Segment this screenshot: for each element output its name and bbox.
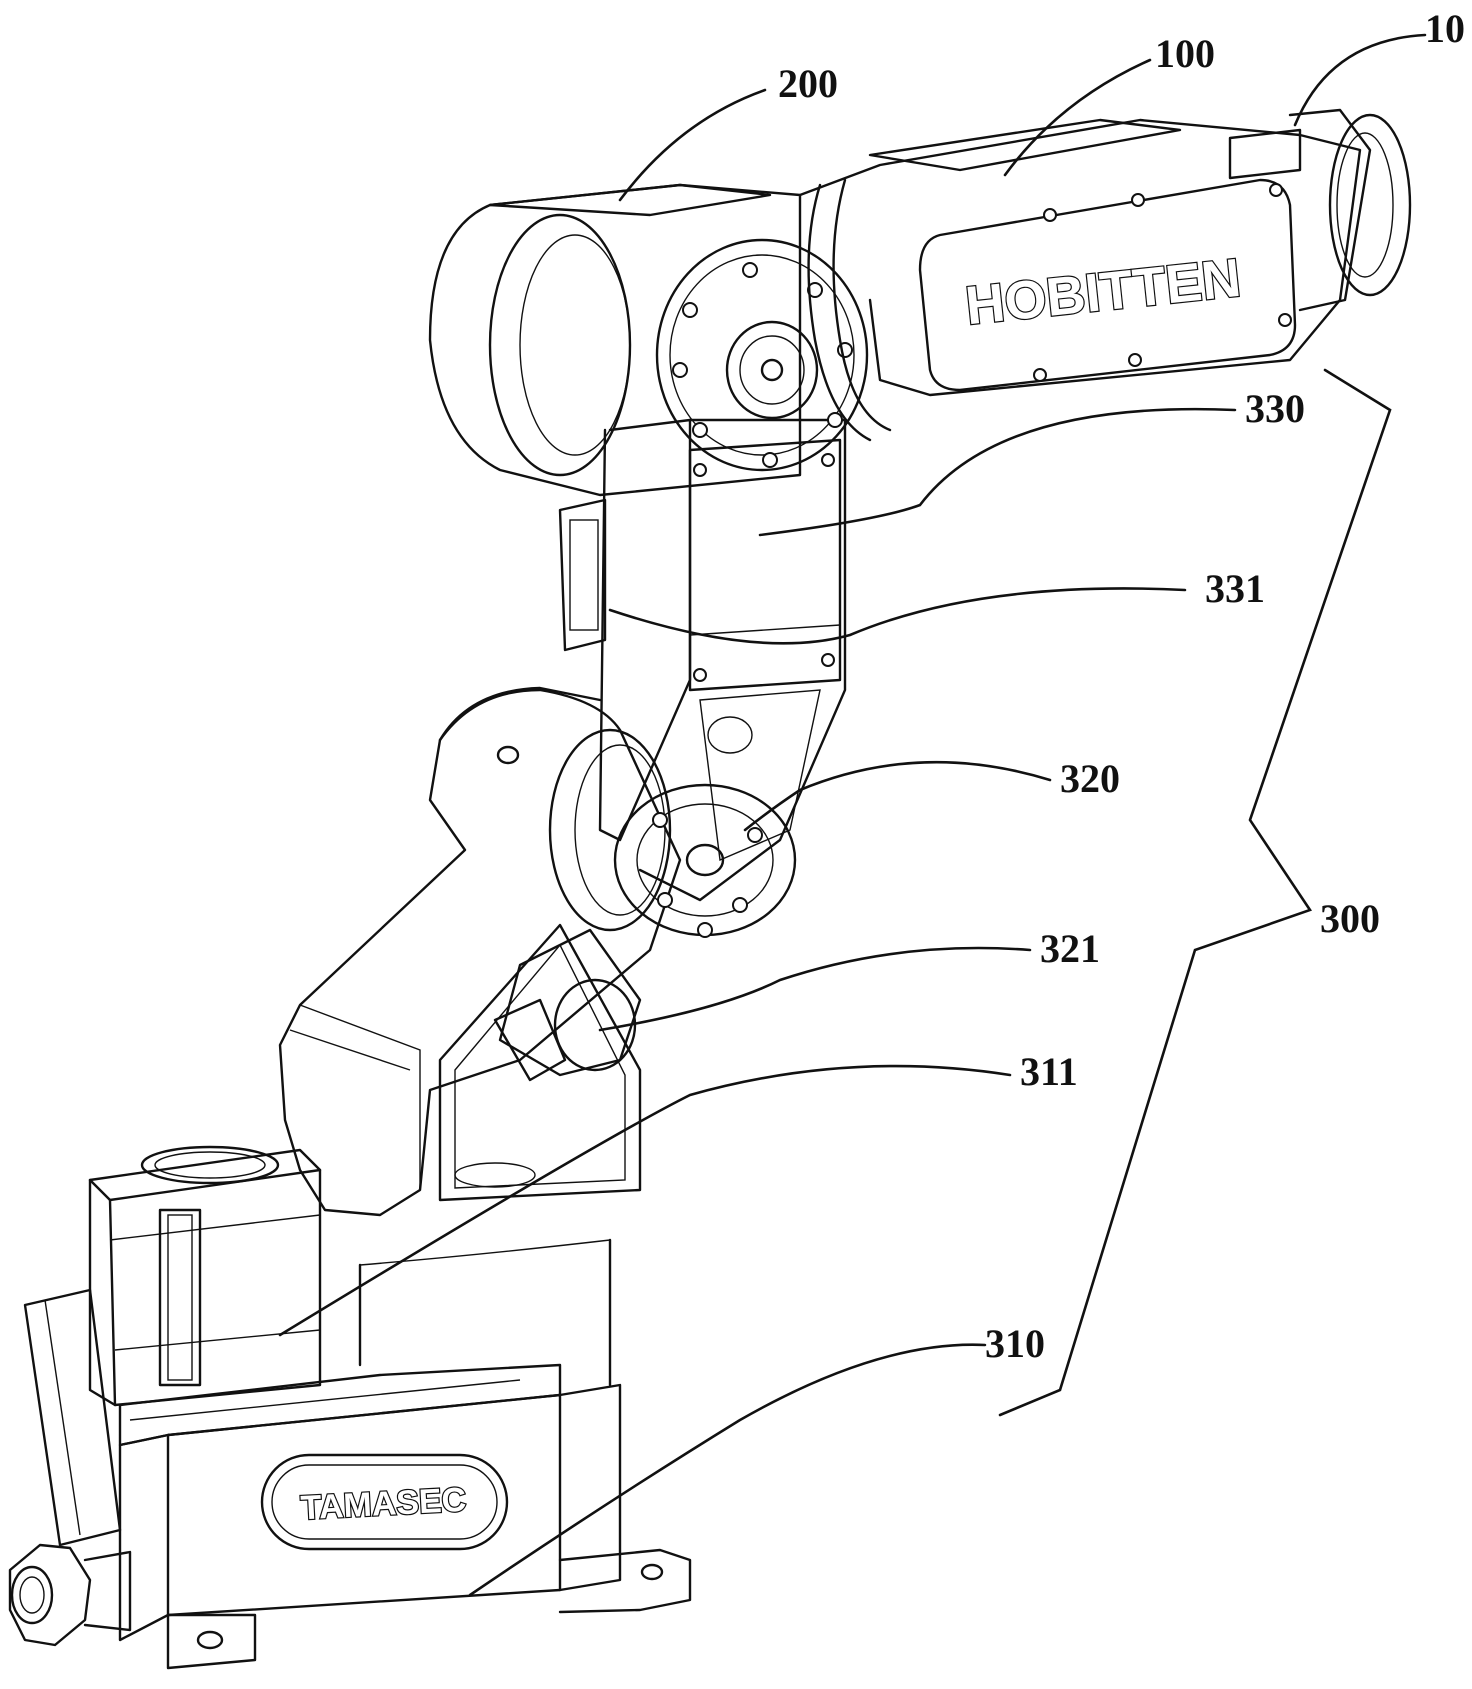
label-331: 331 bbox=[1205, 566, 1265, 611]
label-300: 300 bbox=[1320, 896, 1380, 941]
label-310: 310 bbox=[985, 1321, 1045, 1366]
shoulder-housing bbox=[280, 688, 680, 1215]
label-200: 200 bbox=[778, 61, 838, 106]
base-motor bbox=[90, 1147, 320, 1405]
base-brand-text: TAMASEC bbox=[300, 1481, 467, 1528]
cable-gland bbox=[10, 1290, 130, 1645]
elbow-joint bbox=[550, 730, 795, 937]
label-321: 321 bbox=[1040, 926, 1100, 971]
label-320: 320 bbox=[1060, 756, 1120, 801]
label-311: 311 bbox=[1020, 1049, 1078, 1094]
arm-brand-text: HOBITTEN bbox=[963, 248, 1244, 337]
base-assembly: TAMASEC bbox=[120, 1240, 690, 1668]
leader-lines bbox=[280, 35, 1425, 1595]
label-10: 10 bbox=[1425, 6, 1465, 51]
label-100: 100 bbox=[1155, 31, 1215, 76]
label-330: 330 bbox=[1245, 386, 1305, 431]
reference-labels: 10 100 200 330 331 320 300 321 311 310 bbox=[778, 6, 1465, 1366]
upper-arm bbox=[560, 420, 845, 900]
joint-3 bbox=[430, 185, 867, 495]
